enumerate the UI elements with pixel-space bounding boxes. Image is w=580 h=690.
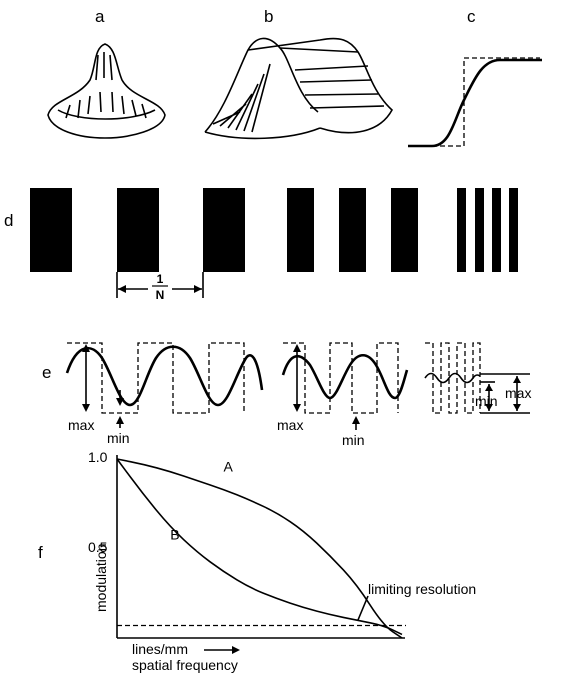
y-axis-label: modulation <box>93 544 109 613</box>
series-label-b: B <box>170 527 179 543</box>
panel-label-e: e <box>42 363 51 382</box>
min-label: min <box>475 393 498 409</box>
bar-target-pattern <box>30 188 518 272</box>
y-tick-label: 0.5 <box>88 539 108 555</box>
panel-label-a: a <box>95 7 105 26</box>
mtf-chart: 1.0 0.5 modulation lines/mm spatial freq… <box>88 449 476 673</box>
bar <box>391 188 418 272</box>
min-label: min <box>342 432 365 448</box>
bar <box>117 188 159 272</box>
limiting-resolution-annotation: limiting resolution <box>368 581 476 597</box>
x-axis-label-line1: lines/mm <box>132 641 188 657</box>
modulation-group-low: max min <box>65 342 264 446</box>
mtf-curve-a <box>116 458 403 639</box>
mtf-curve-b <box>116 458 403 636</box>
line-spread-illustration <box>204 37 394 140</box>
bar <box>492 188 501 272</box>
bar <box>339 188 366 272</box>
edge-response-illustration <box>408 57 542 148</box>
series-label-a: A <box>224 459 234 475</box>
bar <box>457 188 466 272</box>
bar <box>287 188 314 272</box>
bar <box>30 188 72 272</box>
panel-label-d: d <box>4 211 13 230</box>
bar <box>203 188 245 272</box>
bar <box>509 188 518 272</box>
panel-label-b: b <box>264 7 273 26</box>
panel-label-c: c <box>467 7 476 26</box>
modulation-group-high: min max <box>424 342 531 414</box>
min-label: min <box>107 430 130 446</box>
panel-label-f: f <box>38 543 43 562</box>
bar <box>475 188 484 272</box>
max-label: max <box>505 385 531 401</box>
period-fraction-numerator: 1 <box>157 272 164 286</box>
max-label: max <box>277 417 303 433</box>
period-fraction-denominator: N <box>156 288 165 302</box>
point-spread-illustration <box>47 43 166 139</box>
modulation-group-mid: max min <box>277 342 409 448</box>
y-tick-label: 1.0 <box>88 449 108 465</box>
period-indicator: 1 N <box>116 272 204 302</box>
max-label: max <box>68 417 94 433</box>
x-axis-label-line2: spatial frequency <box>132 657 238 673</box>
